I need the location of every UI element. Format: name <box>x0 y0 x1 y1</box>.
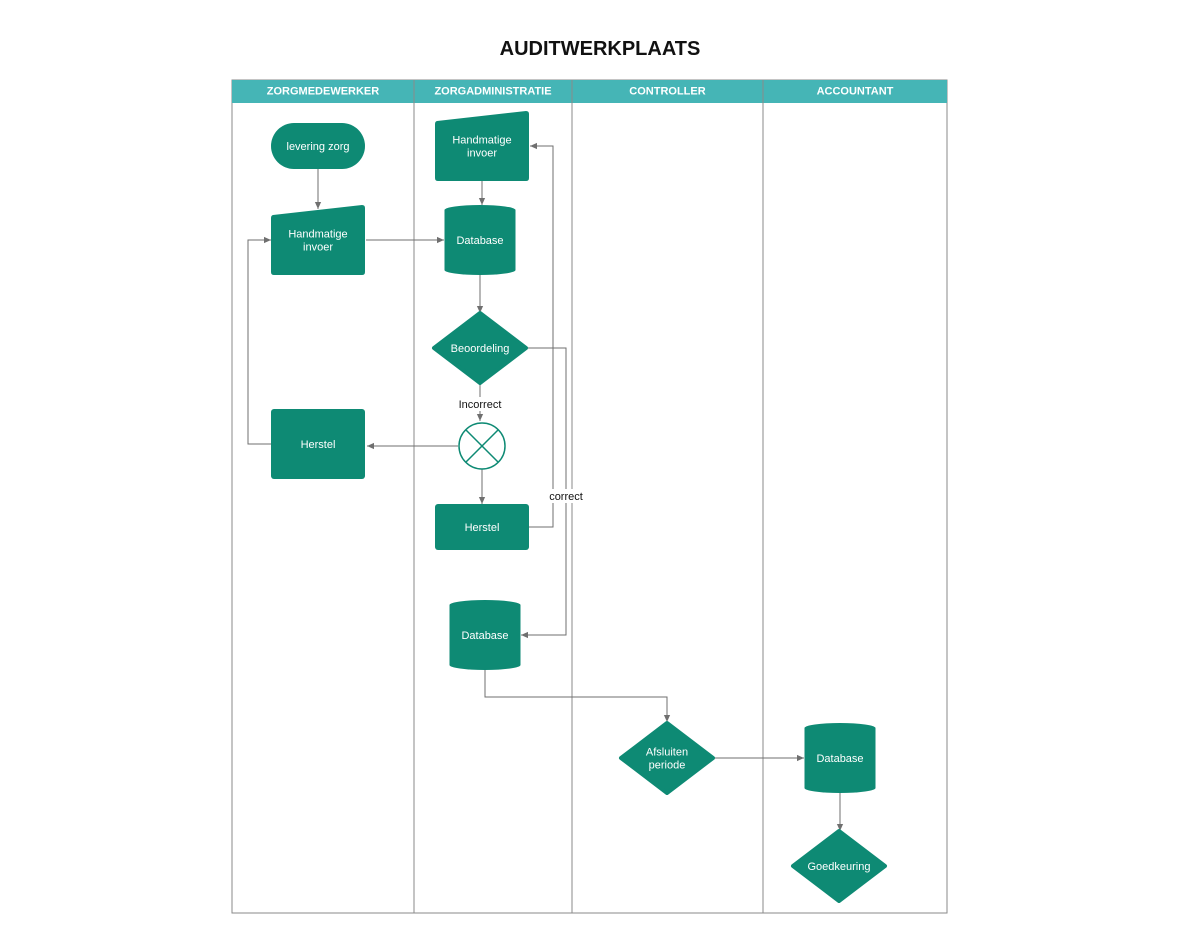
node-label-line: Herstel <box>301 439 336 451</box>
process-shape <box>435 504 529 550</box>
swimlane-header-zorgmedewerker <box>232 80 414 103</box>
node-label-line: levering zorg <box>287 141 350 153</box>
swimlane-controller: CONTROLLER <box>571 80 763 913</box>
swimlane-title-zorgadministratie: ZORGADMINISTRATIE <box>434 86 551 98</box>
node-label-database-2: Database <box>461 630 508 642</box>
swimlane-header-accountant <box>763 80 947 103</box>
node-levering-zorg[interactable]: levering zorg <box>271 123 365 169</box>
node-label-line: invoer <box>303 242 333 254</box>
edge-label-background <box>547 489 585 503</box>
node-label-line: Database <box>456 235 503 247</box>
diagram-title: AUDITWERKPLAATS <box>499 38 701 60</box>
node-label-line: Handmatige <box>452 135 511 147</box>
node-beoordeling[interactable]: Beoordeling <box>432 311 528 385</box>
edge-label-e5: Incorrect <box>456 397 504 411</box>
node-database-2[interactable]: Database <box>449 600 521 670</box>
node-label-line: periode <box>649 760 686 772</box>
database-shape <box>804 723 876 793</box>
connector-herstel-1-to-handmatige-invoer-1 <box>247 236 272 445</box>
node-label-database-3: Database <box>816 753 863 765</box>
edge-label-e10: correct <box>547 489 585 503</box>
node-label-database-1: Database <box>456 235 503 247</box>
node-database-1[interactable]: Database <box>444 205 516 275</box>
swimlane-header-controller <box>572 80 763 103</box>
manual-input-shape <box>435 111 529 181</box>
junction-cross-line <box>465 429 499 463</box>
node-label-line: Goedkeuring <box>808 861 871 873</box>
decision-shape <box>432 311 528 385</box>
connector-herstel-2-to-handmatige-invoer-2 <box>529 142 554 528</box>
swimlane-zorgadministratie: ZORGADMINISTRATIE <box>413 80 572 913</box>
database-shape <box>444 205 516 275</box>
decision-shape <box>791 829 887 903</box>
swimlane-zorgmedewerker: ZORGMEDEWERKER <box>232 80 414 103</box>
node-herstel-1[interactable]: Herstel <box>271 409 365 479</box>
terminator-shape <box>271 123 365 169</box>
node-label-line: Afsluiten <box>646 747 688 759</box>
node-label-line: Herstel <box>465 522 500 534</box>
swimlane-title-zorgmedewerker: ZORGMEDEWERKER <box>267 86 380 98</box>
node-label-line: Handmatige <box>288 229 347 241</box>
decision-shape <box>619 721 715 795</box>
node-label-line: Database <box>461 630 508 642</box>
manual-input-shape <box>271 205 365 275</box>
node-label-line: Database <box>816 753 863 765</box>
node-merge[interactable] <box>458 422 506 470</box>
swimlane-title-controller: CONTROLLER <box>629 86 705 98</box>
edge-label-text: correct <box>549 491 583 503</box>
edge-label-text: Incorrect <box>459 399 502 411</box>
swimlane-accountant: ACCOUNTANT <box>762 80 947 913</box>
node-label-levering-zorg: levering zorg <box>287 141 350 153</box>
node-database-3[interactable]: Database <box>804 723 876 793</box>
node-label-herstel-1: Herstel <box>301 439 336 451</box>
node-herstel-2[interactable]: Herstel <box>435 504 529 550</box>
database-shape <box>449 600 521 670</box>
node-label-herstel-2: Herstel <box>465 522 500 534</box>
node-label-line: Beoordeling <box>451 343 510 355</box>
edge-label-background <box>456 397 504 411</box>
swimlane-header-zorgadministratie <box>414 80 572 103</box>
swimlane-title-accountant: ACCOUNTANT <box>817 86 894 98</box>
process-shape <box>271 409 365 479</box>
node-label-beoordeling: Beoordeling <box>451 343 510 355</box>
node-label-line: invoer <box>467 148 497 160</box>
node-goedkeuring[interactable]: Goedkeuring <box>791 829 887 903</box>
connector-database-2-to-afsluiten-periode <box>484 670 671 722</box>
node-label-goedkeuring: Goedkeuring <box>808 861 871 873</box>
